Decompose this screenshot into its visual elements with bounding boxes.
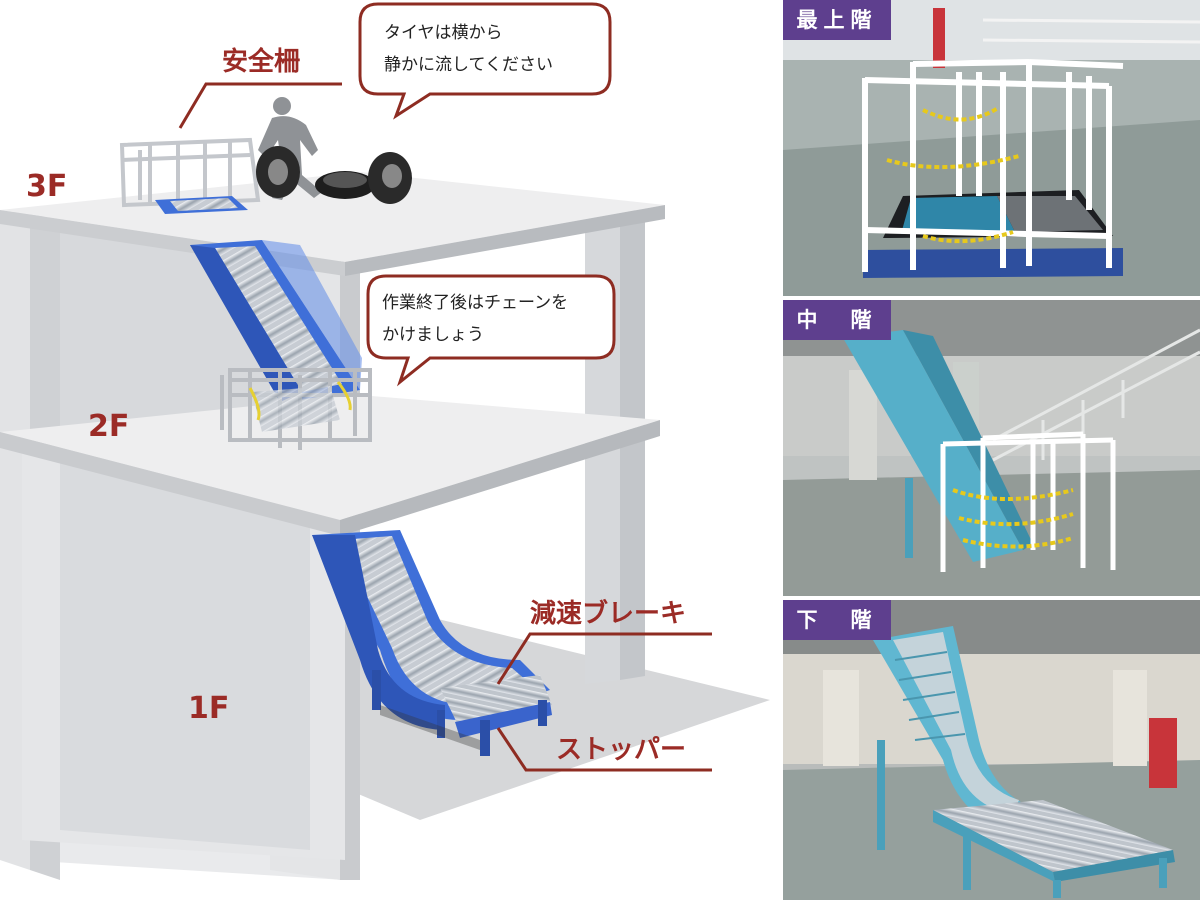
floor-label-3f: 3F [26,169,67,204]
speech-bubble-top: タイヤは横から 静かに流してください [358,2,612,120]
top-fence-photo [862,59,1124,272]
callout-line-stopper [496,727,712,772]
top-safety-fence [119,137,261,208]
callout-brake: 減速ブレーキ [530,598,686,629]
bubble-middle-line1: 作業終了後はチェーンを [382,293,568,313]
building-diagram: 3F 2F 1F 安全柵 減速ブレーキ ストッパー タイヤは横から 静かに流して… [0,2,770,880]
photo-top-floor: 最上階 [783,0,1200,296]
callout-stopper: ストッパー [556,735,686,765]
callout-safety-fence: 安全柵 [222,46,300,77]
photo-column: 最上階 [783,0,1200,900]
photo-tag-middle: 中 階 [783,300,891,340]
middle-chute-photo [843,330,1023,562]
photo-middle-floor: 中 階 [783,300,1200,596]
stopper [455,702,552,738]
callout-line-fence [178,82,342,129]
photo-tag-bottom: 下 階 [783,600,891,640]
bubble-middle-line2: かけましょう [382,325,484,345]
floor-label-1f: 1F [188,691,229,726]
speech-bubble-middle: 作業終了後はチェーンを かけましょう [366,274,616,387]
floor-label-2f: 2F [88,409,129,444]
callout-line-brake [496,632,712,685]
roof-slab [0,172,665,262]
photo-tag-top: 最上階 [783,0,891,40]
photo-bottom-floor: 下 階 [783,600,1200,900]
bubble-top-line2: 静かに流してください [384,55,553,75]
second-floor-slab [0,395,660,520]
tires [256,146,412,204]
bubble-top-line1: タイヤは横から [384,23,503,43]
